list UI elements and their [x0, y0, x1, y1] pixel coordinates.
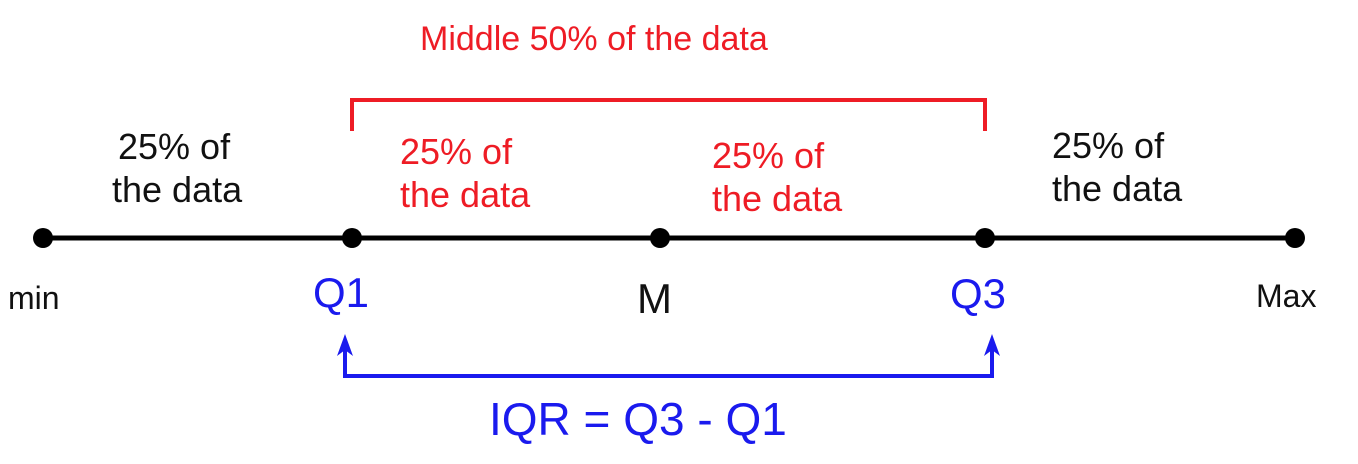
iqr-formula: IQR = Q3 - Q1: [489, 393, 787, 445]
segment-label-upper-quarter: 25% of the data: [1052, 124, 1182, 210]
segment-label-line1: 25% of: [1052, 125, 1165, 166]
q1-point: [342, 228, 362, 248]
median-point: [650, 228, 670, 248]
segment-label-line2: the data: [1052, 168, 1183, 210]
middle-50-title: Middle 50% of the data: [420, 20, 768, 58]
middle-50-bracket: [350, 98, 987, 131]
q1-label: Q1: [313, 269, 370, 316]
segment-label-line1: 25% of: [712, 135, 825, 176]
segment-label-line1: 25% of: [118, 126, 231, 167]
segment-label-q1-to-median: 25% of the data: [400, 130, 530, 216]
q3-label: Q3: [950, 270, 1007, 317]
segment-label-lower-quarter: 25% of the data: [112, 125, 242, 211]
iqr-span: [343, 343, 994, 378]
median-label: M: [637, 275, 672, 322]
segment-label-line1: 25% of: [400, 131, 513, 172]
iqr-arrowhead-left: [337, 334, 353, 356]
segment-label-median-to-q3: 25% of the data: [712, 134, 842, 220]
segment-label-line2: the data: [712, 178, 843, 220]
q3-point: [975, 228, 995, 248]
min-label: min: [8, 280, 60, 316]
segment-label-line2: the data: [400, 174, 531, 216]
max-label: Max: [1256, 278, 1317, 314]
max-point: [1285, 228, 1305, 248]
iqr-arrowhead-right: [984, 334, 1000, 356]
min-point: [33, 228, 53, 248]
segment-label-line2: the data: [112, 169, 243, 211]
